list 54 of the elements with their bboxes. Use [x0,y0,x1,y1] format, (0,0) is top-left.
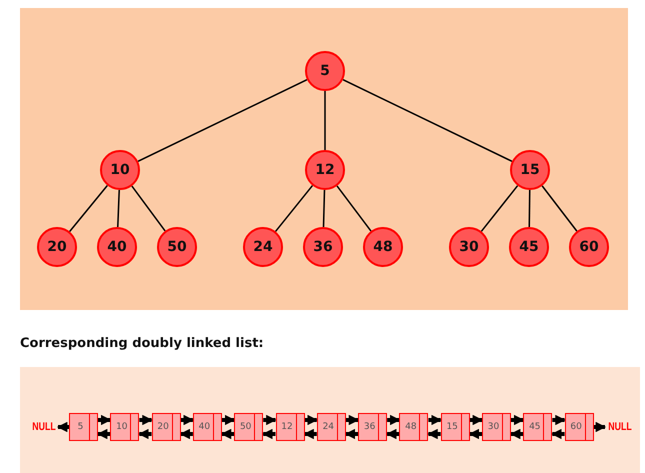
pointer-arrow [428,414,442,426]
tree-edge [69,185,108,232]
pointer-arrow [551,428,565,440]
pointer-arrow [552,414,566,426]
pointer-arrow [594,422,606,432]
list-node-box: 30 [482,413,511,441]
tree-edge [138,79,308,162]
list-node-box: 36 [358,413,388,441]
pointer-arrow [387,414,400,426]
list-node-box: 24 [316,413,346,441]
tree-edge [274,185,314,232]
null-label: NULL [32,419,56,435]
pointer-arrow [56,422,69,432]
pointer-arrow [263,414,277,426]
pointer-arrow [138,428,152,440]
list-node-box: 48 [399,413,428,441]
pointer-arrow [98,414,112,426]
tree-edge [480,185,518,232]
pointer-arrow [470,414,484,426]
pointer-arrow [222,414,236,426]
list-node-box: 20 [152,413,181,441]
tree-edge [528,190,530,228]
pointer-arrow [510,428,524,440]
pointer-arrow [180,414,194,426]
tree-edge [342,79,512,162]
pointer-arrow [220,428,234,440]
pointer-arrow [304,414,318,426]
list-node-box: 5 [69,413,98,441]
tree-edge [542,185,578,232]
list-node-box: 40 [192,413,222,441]
pointer-arrow [427,428,441,440]
list-node-box: 45 [523,413,552,441]
null-label: NULL [608,419,632,435]
pointer-arrow [511,414,524,426]
pointer-arrow [96,428,110,440]
tree-edge [131,186,166,232]
pointer-arrow [344,428,358,440]
tree-edge [324,91,326,150]
pointer-arrow [139,414,153,426]
pointer-arrow [346,414,360,426]
tree-edge [336,186,372,232]
list-node-box: 12 [276,413,304,441]
list-node-box: 60 [564,413,594,441]
list-node-box: 15 [440,413,470,441]
pointer-arrow [468,428,482,440]
list-node-box: 50 [234,413,264,441]
section-heading: Corresponding doubly linked list: [20,336,264,351]
list-node-box: 10 [110,413,140,441]
tree-edge [322,190,326,228]
tree-edge [117,190,120,228]
pointer-arrow [303,428,317,440]
pointer-arrow [386,428,400,440]
pointer-arrow [262,428,276,440]
pointer-arrow [180,428,193,440]
